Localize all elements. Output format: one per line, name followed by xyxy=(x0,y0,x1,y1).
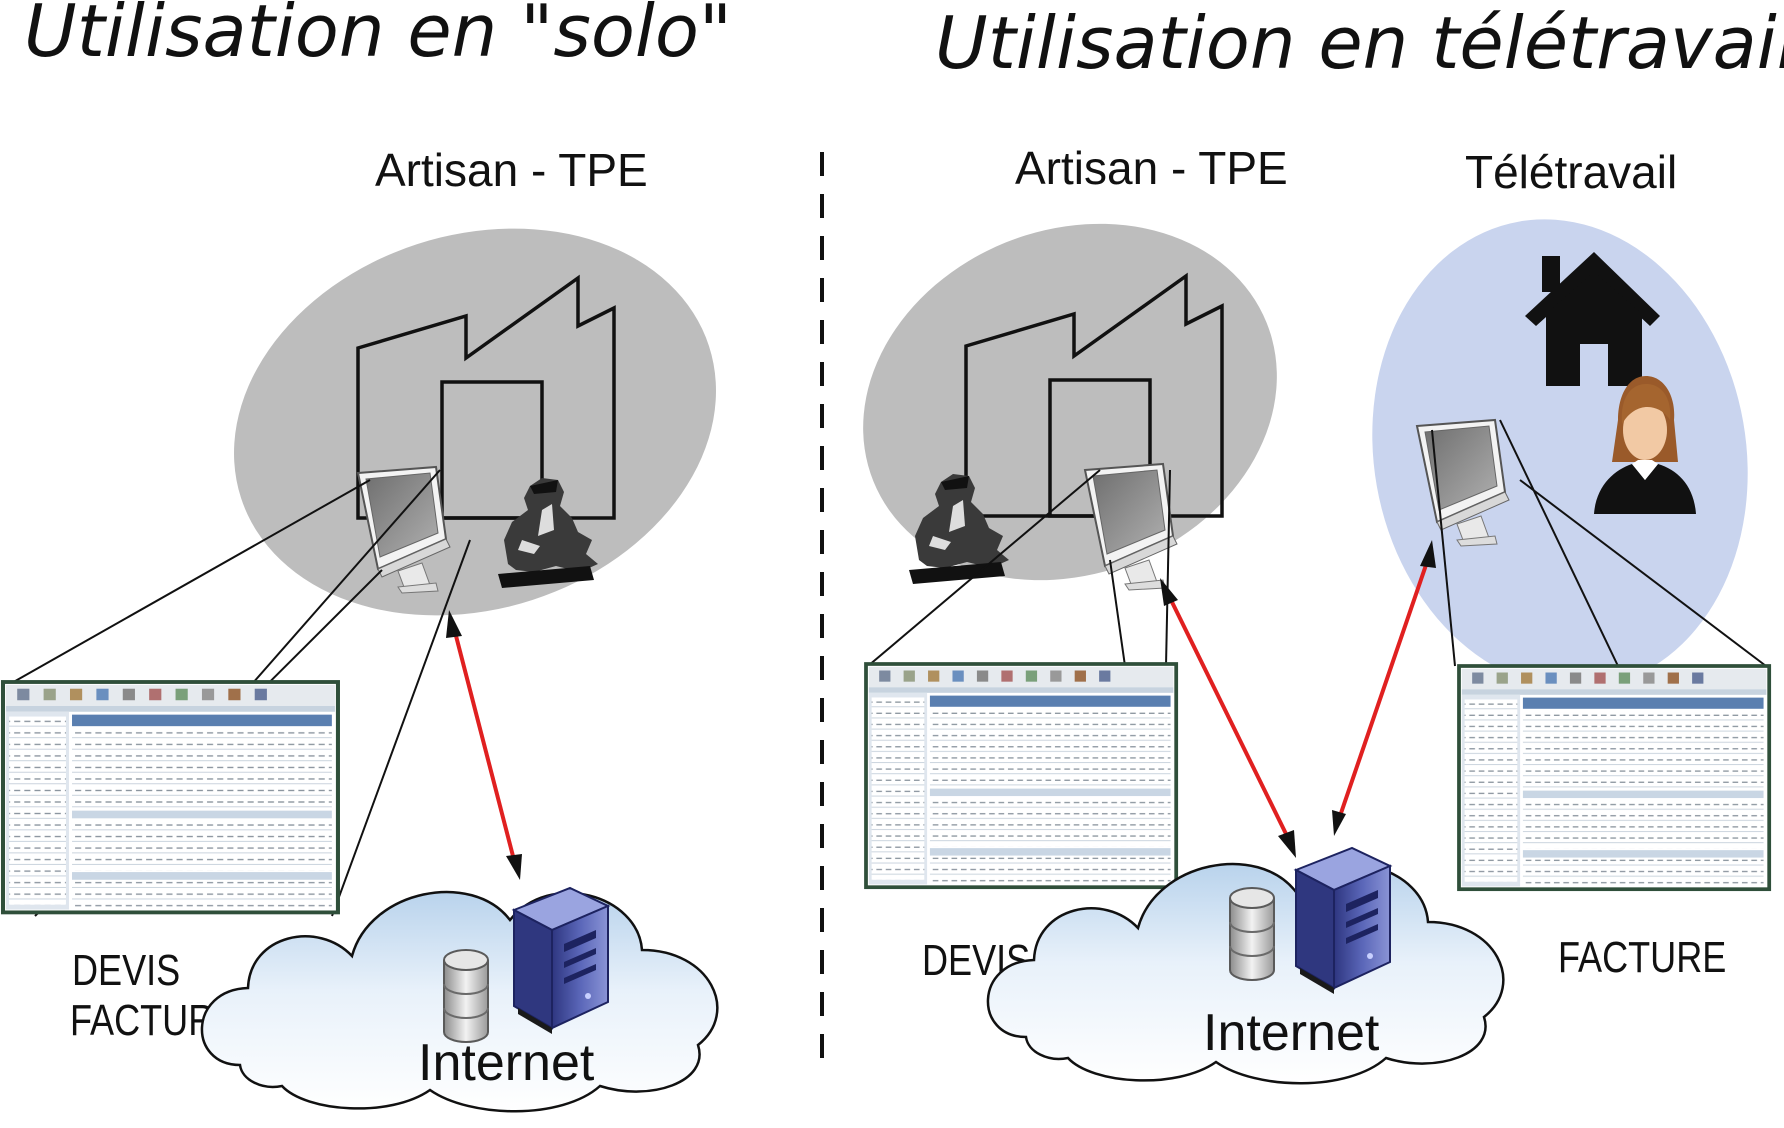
arrowhead xyxy=(1160,578,1178,606)
label-artisan-telework: Artisan - TPE xyxy=(1015,142,1288,194)
zoom-line xyxy=(1165,469,1171,667)
zone-artisan-solo xyxy=(234,228,716,616)
zoom-line xyxy=(9,479,371,685)
link-arrow xyxy=(1168,597,1292,843)
zoom-line xyxy=(1109,559,1126,667)
arrowhead xyxy=(446,610,462,638)
zoom-line xyxy=(251,469,441,685)
heading-telework: Utilisation en télétravail xyxy=(935,1,1784,85)
zoom-line xyxy=(1519,479,1767,667)
house-icon xyxy=(1525,252,1660,386)
software-screenshot-devis xyxy=(864,662,1179,890)
label-facture-telework: FACTURE xyxy=(1558,933,1726,982)
label-devis-solo: DEVIS xyxy=(72,946,180,995)
zoom-line xyxy=(867,469,1101,667)
database-icon xyxy=(443,949,489,1043)
zoom-line xyxy=(1431,429,1456,667)
database-icon xyxy=(1229,887,1275,981)
link-arrow xyxy=(1338,564,1428,817)
zone-artisan-telework xyxy=(863,223,1277,581)
arrowhead xyxy=(1278,830,1296,858)
label-telework-home: Télétravail xyxy=(1465,146,1677,198)
software-screenshot-solo xyxy=(3,682,338,912)
arrowhead xyxy=(1420,540,1436,568)
label-internet-solo: Internet xyxy=(418,1034,595,1092)
person-icon xyxy=(1594,376,1696,514)
zone-home xyxy=(1372,219,1748,689)
arrowhead xyxy=(506,854,522,880)
zoom-line xyxy=(1499,419,1619,667)
arrowhead xyxy=(1332,810,1346,836)
software-screenshot-facture xyxy=(1457,664,1772,892)
label-artisan-solo: Artisan - TPE xyxy=(375,144,648,196)
link-arrow xyxy=(453,631,516,861)
zoom-line xyxy=(331,539,471,917)
heading-solo: Utilisation en "solo" xyxy=(24,0,732,73)
label-internet-telework: Internet xyxy=(1203,1004,1380,1062)
